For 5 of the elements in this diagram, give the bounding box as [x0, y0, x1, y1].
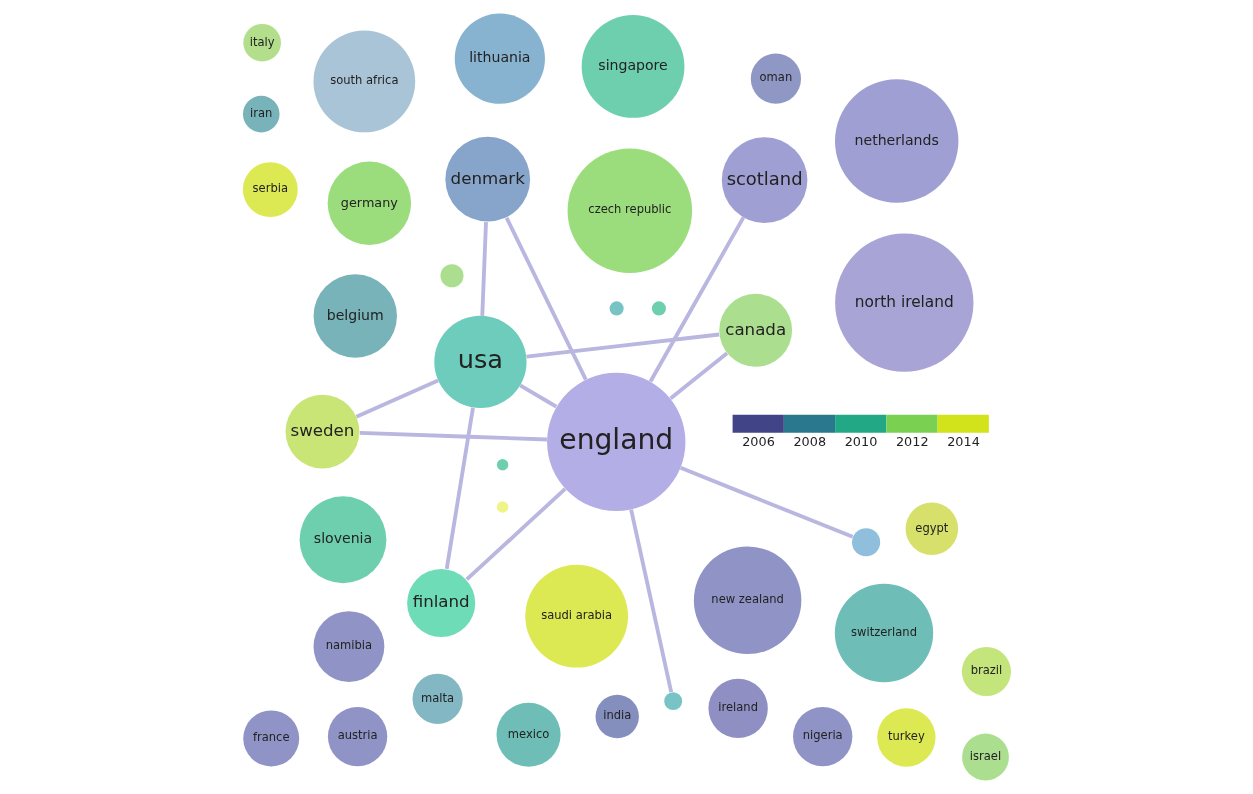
legend-label: 2012 [895, 433, 929, 449]
legend-label: 2014 [946, 433, 980, 449]
legend-label: 2006 [741, 433, 775, 449]
legend-label: 2010 [844, 433, 877, 449]
legend-label: 2008 [792, 433, 826, 449]
